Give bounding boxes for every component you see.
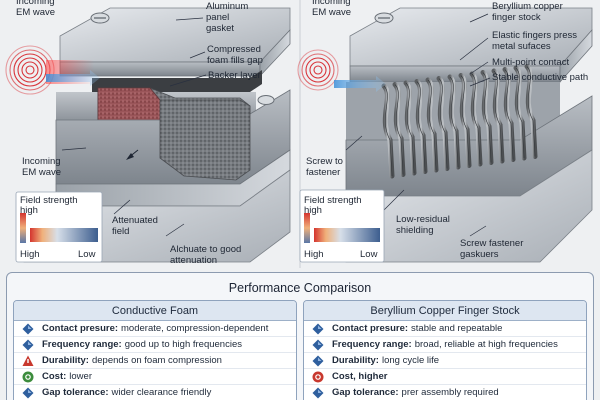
comparison-row: Cost, higher xyxy=(304,369,586,385)
column-conductive-foam: Conductive Foam Contact presure:moderate… xyxy=(13,300,297,400)
legend-high-top-right: high xyxy=(304,205,322,216)
row-text: moderate, compression-dependent xyxy=(121,323,269,334)
legend-low-left: Low xyxy=(78,249,96,260)
diamond-icon xyxy=(312,355,324,366)
row-label: Durability: xyxy=(42,355,89,366)
field-strength-legend-right xyxy=(299,189,385,263)
incident-arrow-left xyxy=(46,70,100,86)
row-text: depends on foam compression xyxy=(91,355,222,366)
beryllium-copper-fingers xyxy=(381,64,538,179)
diamond-icon xyxy=(22,323,34,334)
label-alchuate: Alchuate to good attenuation xyxy=(170,244,242,266)
legend-high-top-left: high xyxy=(20,205,38,216)
column-beryllium-copper: Beryllium Copper Finger Stock Contact pr… xyxy=(303,300,587,400)
diamond-icon xyxy=(22,387,34,398)
row-label: Gap tolerance: xyxy=(332,387,399,398)
label-incoming-wave-right: Incoming EM wave xyxy=(312,0,352,18)
comparison-row: Frequency range:broad, reliable at high … xyxy=(304,337,586,353)
row-text: lower xyxy=(69,371,92,382)
comparison-row: Cost:lower xyxy=(14,369,296,385)
legend-low-right: Low xyxy=(360,249,378,260)
legend-high-right: High xyxy=(304,249,324,260)
label-multi-point: Multi-point contact xyxy=(492,57,570,68)
row-text: long cycle life xyxy=(381,355,440,366)
field-strength-legend-left xyxy=(15,191,103,263)
comparison-row: Durability:long cycle life xyxy=(304,353,586,369)
comparison-row: Frequency range:good up to high frequenc… xyxy=(14,337,296,353)
diamond-icon xyxy=(22,339,34,350)
diamond-icon xyxy=(312,339,324,350)
label-incoming-wave-top: Incoming EM wave xyxy=(16,0,56,18)
row-text: wider clearance friendly xyxy=(111,387,212,398)
label-incoming-wave-bottom: Incoming EM wave xyxy=(22,156,62,178)
label-attenuated-field: Attenuated field xyxy=(112,215,158,237)
row-label: Contact presure: xyxy=(42,323,119,334)
comparison-row: Gap tolerance:wider clearance friendly xyxy=(14,385,296,400)
row-label: Cost: xyxy=(42,371,67,382)
row-label: Frequency range: xyxy=(42,339,122,350)
label-backer-layer: Backer layer xyxy=(208,70,261,81)
comparison-row: Durability:depends on foam compression xyxy=(14,353,296,369)
label-stable-path: Stable conductive path xyxy=(492,72,589,83)
row-text: stable and repeatable xyxy=(411,323,503,334)
incident-arrow-right xyxy=(334,76,386,92)
label-low-residual: Low-residual shielding xyxy=(396,214,450,236)
row-label: Contact presure: xyxy=(332,323,409,334)
leader-lines-right xyxy=(345,13,491,237)
diamond-icon xyxy=(312,387,324,398)
diamond-icon xyxy=(312,323,324,334)
row-text: good up to high frequencies xyxy=(124,339,242,350)
row-text: prer assembly required xyxy=(401,387,499,398)
coin-icon xyxy=(312,371,324,382)
row-text: broad, reliable at high frequencies xyxy=(414,339,558,350)
label-elastic-fingers: Elastic fingers press metal sufaces xyxy=(492,30,578,52)
gasket-illustration xyxy=(5,0,593,268)
legend-gradient-bar-left xyxy=(30,228,98,242)
warning-icon xyxy=(22,355,34,366)
label-screw-to-fastener: Screw to fastener xyxy=(306,156,343,178)
label-beryllium-copper: Beryllium copper finger stock xyxy=(492,1,563,23)
column-header: Conductive Foam xyxy=(14,301,296,321)
backer-strip xyxy=(92,70,262,92)
legend-title-right: Field strength xyxy=(304,195,362,206)
label-aluminum-panel: Aluminum panel gasket xyxy=(206,1,249,34)
comparison-row: Gap tolerance:prer assembly required xyxy=(304,385,586,400)
legend-gradient-bar-right xyxy=(314,228,380,242)
performance-comparison-panel: Performance Comparison Conductive Foam C… xyxy=(6,272,594,400)
coin-icon xyxy=(22,371,34,382)
legend-vertical-bar-left xyxy=(20,213,26,243)
row-label: Durability: xyxy=(332,355,379,366)
performance-title: Performance Comparison xyxy=(228,281,372,295)
comparison-row: Contact presure:stable and repeatable xyxy=(304,321,586,337)
em-wave-icon-right xyxy=(297,49,339,91)
label-screw-gaskets: Screw fastener gaskuers xyxy=(460,238,524,260)
legend-high-left: High xyxy=(20,249,40,260)
column-header: Beryllium Copper Finger Stock xyxy=(304,301,586,321)
comparison-row: Contact presure:moderate, compression-de… xyxy=(14,321,296,337)
legend-title-left: Field strength xyxy=(20,195,78,206)
row-label: Frequency range: xyxy=(332,339,412,350)
row-label: Gap tolerance: xyxy=(42,387,109,398)
leader-lines-left xyxy=(61,17,207,237)
row-label: Cost, higher xyxy=(332,371,388,382)
label-compressed-foam: Compressed foam fills gap xyxy=(207,44,263,66)
